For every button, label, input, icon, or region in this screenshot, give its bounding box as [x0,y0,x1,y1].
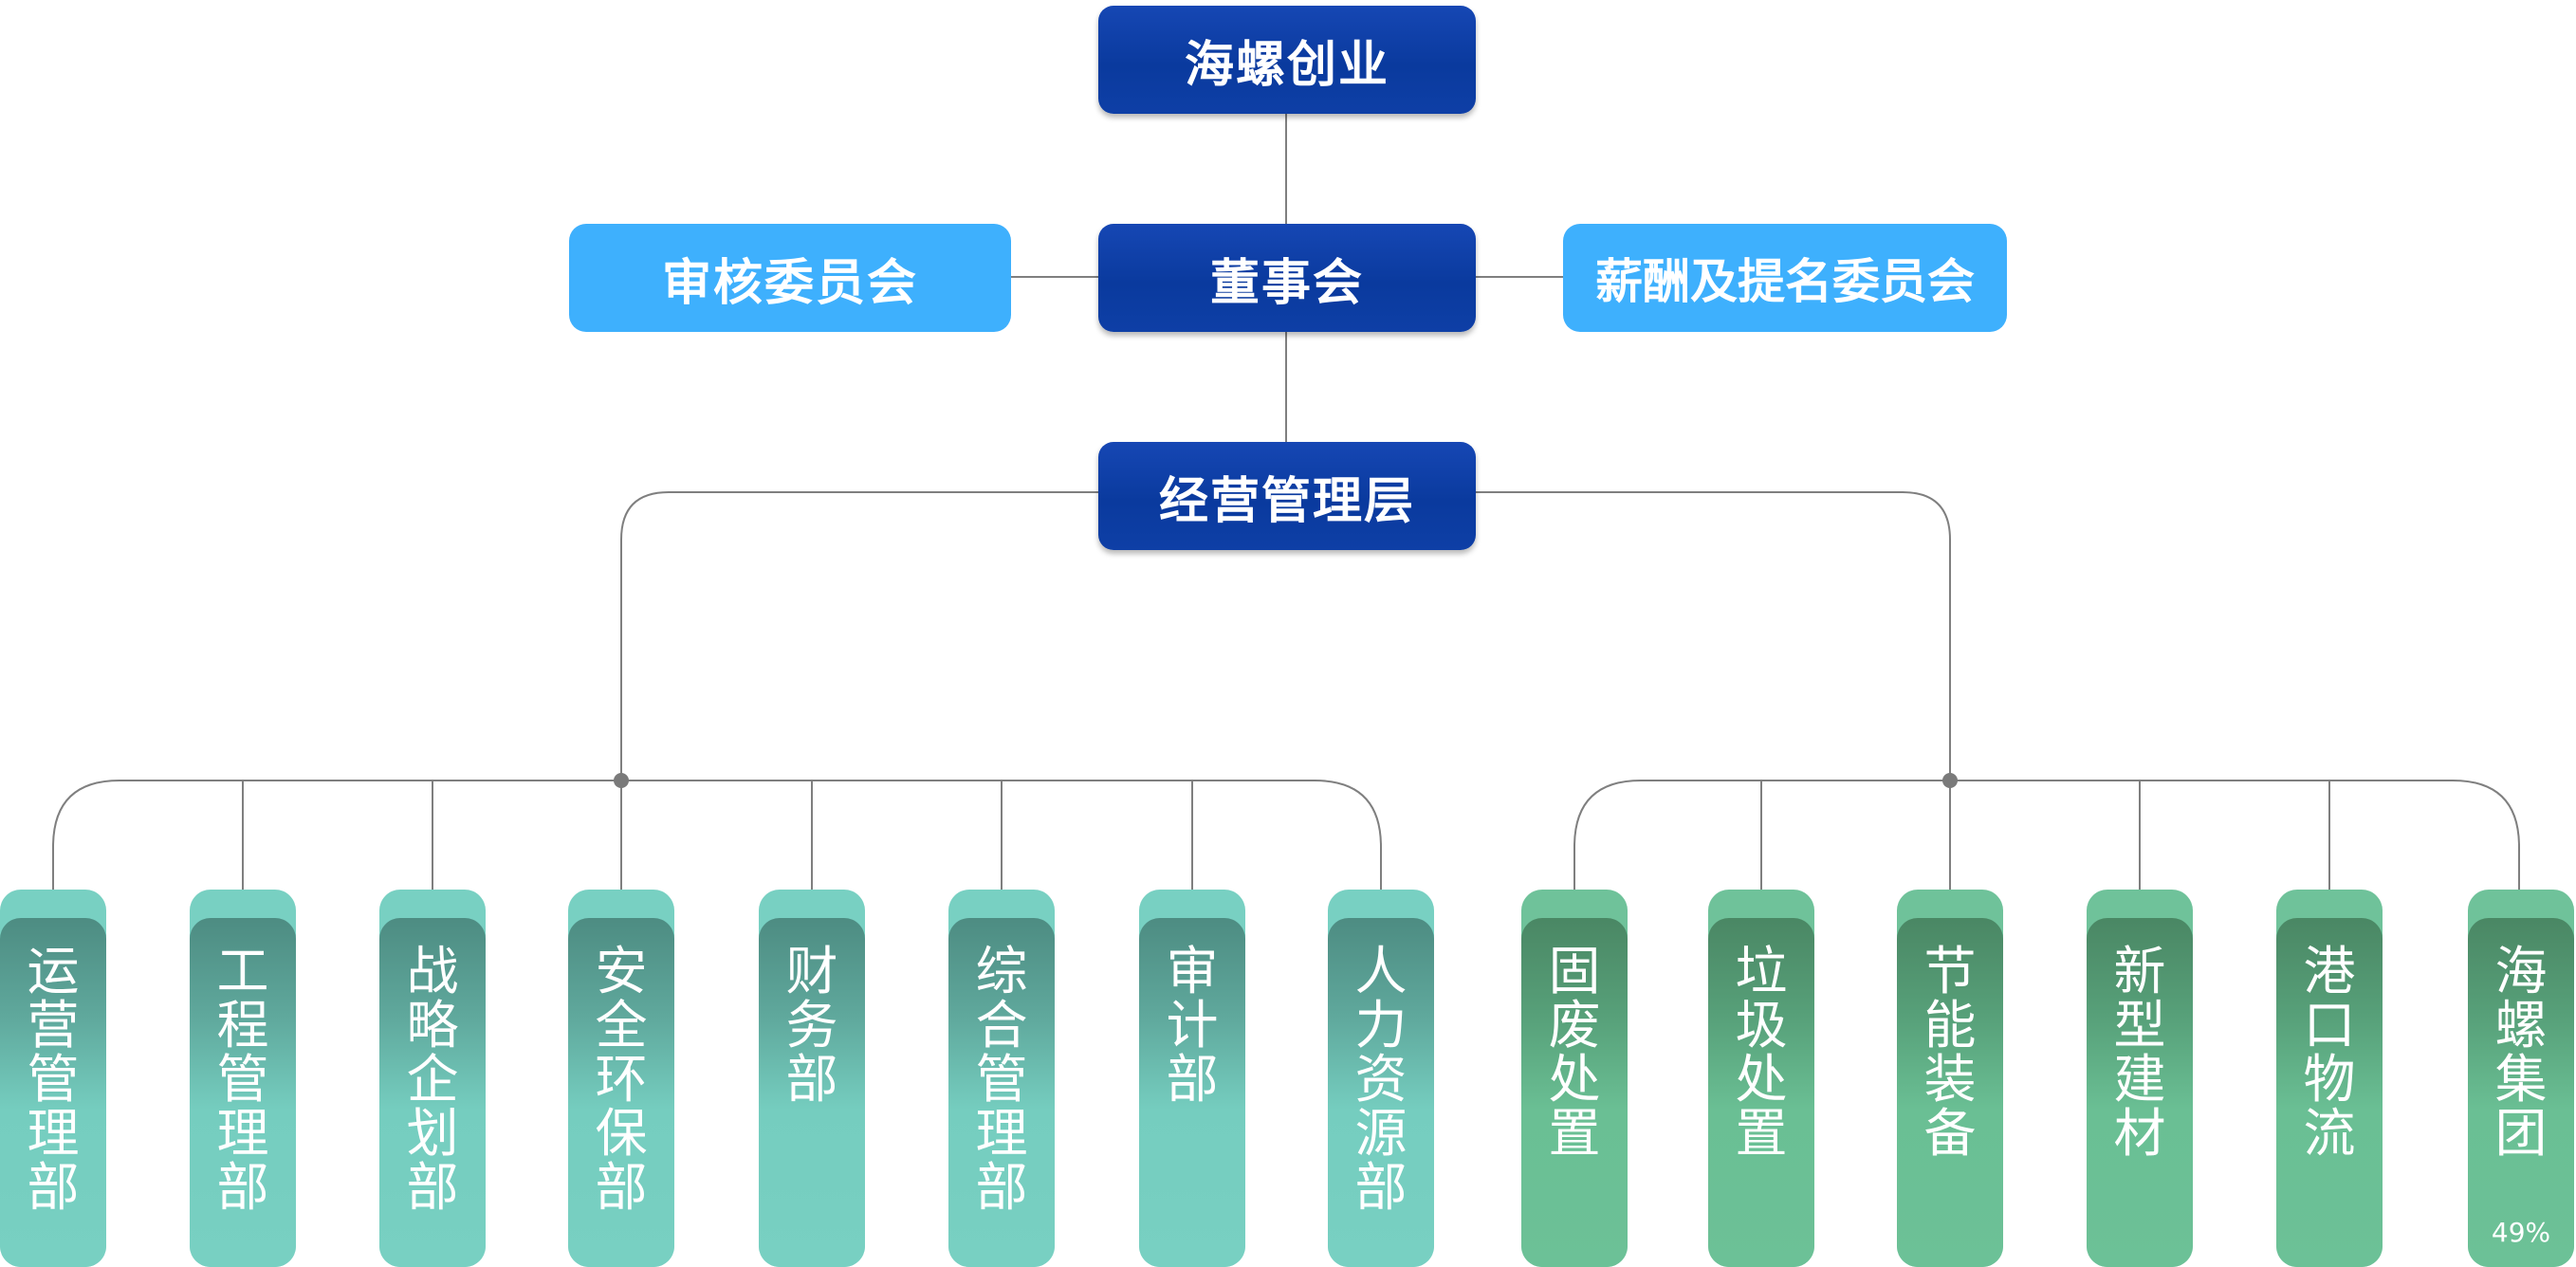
department-strategy: 战略企划部 [379,890,486,1267]
business-energy-equipment: 节能装备 [1897,890,2003,1267]
business-label: 新型建材 [2113,941,2166,1164]
audit-committee-label: 审核委员会 [661,254,918,312]
board-box: 董事会 [1098,224,1476,332]
business-port-logistics: 港口物流 [2276,890,2383,1267]
department-general-admin: 综合管理部 [948,890,1055,1267]
department-engineering: 工程管理部 [190,890,296,1267]
department-audit: 审计部 [1139,890,1245,1267]
department-label: 工程管理部 [216,941,269,1218]
department-safety-environment: 安全环保部 [568,890,674,1267]
department-label: 人力资源部 [1354,941,1408,1218]
management-box: 经营管理层 [1098,442,1476,550]
board-label: 董事会 [1209,254,1364,312]
parent-company-label: 海螺创业 [1184,36,1389,94]
junction-dot-right [1942,773,1958,788]
connector-management-right [1475,491,1951,780]
business-solid-waste: 固废处置 [1521,890,1628,1267]
management-label: 经营管理层 [1158,472,1415,530]
business-label: 海螺集团 [2494,941,2548,1164]
connector-management-left [620,491,1100,780]
department-label: 安全环保部 [595,941,648,1218]
remuneration-committee-label: 薪酬及提名委员会 [1595,254,1975,309]
department-label: 财务部 [785,941,838,1110]
connector-right-bus [1573,780,2520,890]
remuneration-committee-box: 薪酬及提名委员会 [1563,224,2007,332]
business-label: 港口物流 [2303,941,2356,1164]
business-garbage-disposal: 垃圾处置 [1708,890,1814,1267]
department-label: 综合管理部 [975,941,1028,1218]
connector-left-bus [52,780,1382,890]
department-finance: 财务部 [759,890,865,1267]
business-label: 垃圾处置 [1735,941,1788,1164]
junction-dot-left [614,773,629,788]
department-human-resources: 人力资源部 [1328,890,1434,1267]
department-label: 审计部 [1166,941,1219,1110]
parent-company-box: 海螺创业 [1098,6,1476,114]
business-label: 固废处置 [1548,941,1601,1164]
department-label: 运营管理部 [27,941,80,1218]
business-new-materials: 新型建材 [2087,890,2193,1267]
business-conch-group: 海螺集团 49% [2468,890,2574,1267]
department-operations: 运营管理部 [0,890,106,1267]
business-label: 节能装备 [1923,941,1977,1164]
shareholding-percent: 49% [2491,1217,2551,1248]
audit-committee-box: 审核委员会 [569,224,1011,332]
department-label: 战略企划部 [406,941,459,1218]
